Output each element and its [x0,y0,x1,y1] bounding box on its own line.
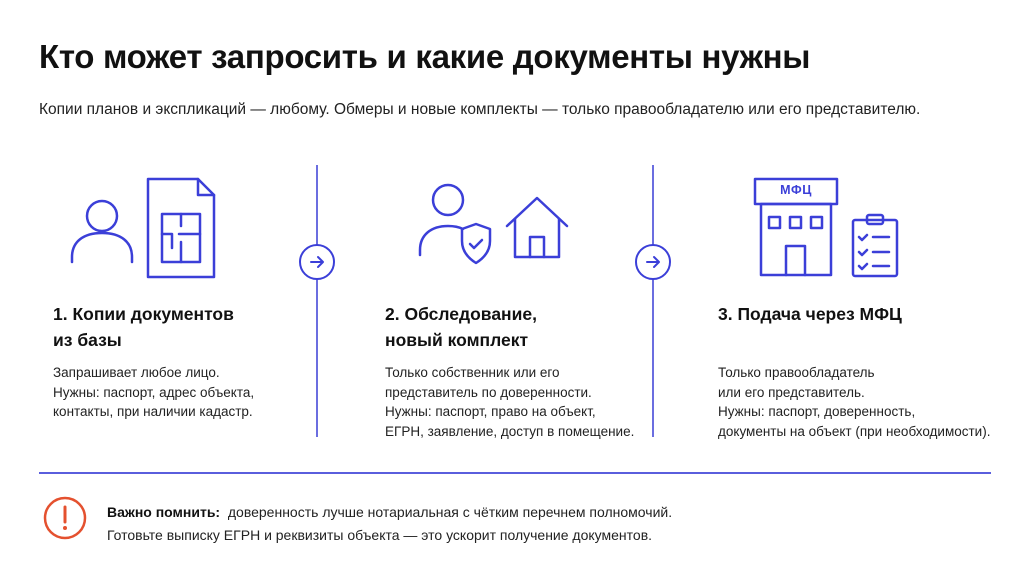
note-text-1: доверенность лучше нотариальная с чётким… [227,504,673,520]
person-icon [70,199,134,264]
step-3-desc: Только правообладатель или его представи… [718,365,991,439]
section-divider [39,472,991,474]
floor-plan-document-icon [145,176,217,287]
arrow-right-icon [646,256,660,268]
step-1-desc: Запрашивает любое лицо. Нужны: паспорт, … [53,365,255,419]
exclamation-circle-icon [43,496,87,545]
important-note: Важно помнить: доверенность лучше нотари… [107,501,672,547]
step-2-title: 2. Обследование, новый комплект [385,304,537,350]
mfc-sign-text: МФЦ [780,183,812,197]
mfc-building-icon [752,177,842,284]
house-icon [502,192,572,267]
step-1-icons [62,176,222,287]
page-title: Кто может запросить и какие документы ну… [39,38,811,75]
arrow-right-icon [310,256,324,268]
step-3-title: 3. Подача через МФЦ [718,304,902,324]
next-arrow-1 [299,244,335,280]
page-subtitle: Копии планов и экспликаций — любому. Обм… [39,101,921,118]
step-divider-2 [652,165,654,437]
note-line-1: Важно помнить: доверенность лучше нотари… [107,501,672,524]
checklist-clipboard-icon [850,212,902,283]
step-divider-1 [316,165,318,437]
next-arrow-2 [635,244,671,280]
step-1-title: 1. Копии документов из базы [53,304,234,350]
note-line-2: Готовьте выписку ЕГРН и реквизиты объект… [107,527,653,543]
person-shield-icon [414,176,504,281]
note-bold-label: Важно помнить: [107,504,221,520]
step-2-desc: Только собственник или его представитель… [385,365,635,439]
